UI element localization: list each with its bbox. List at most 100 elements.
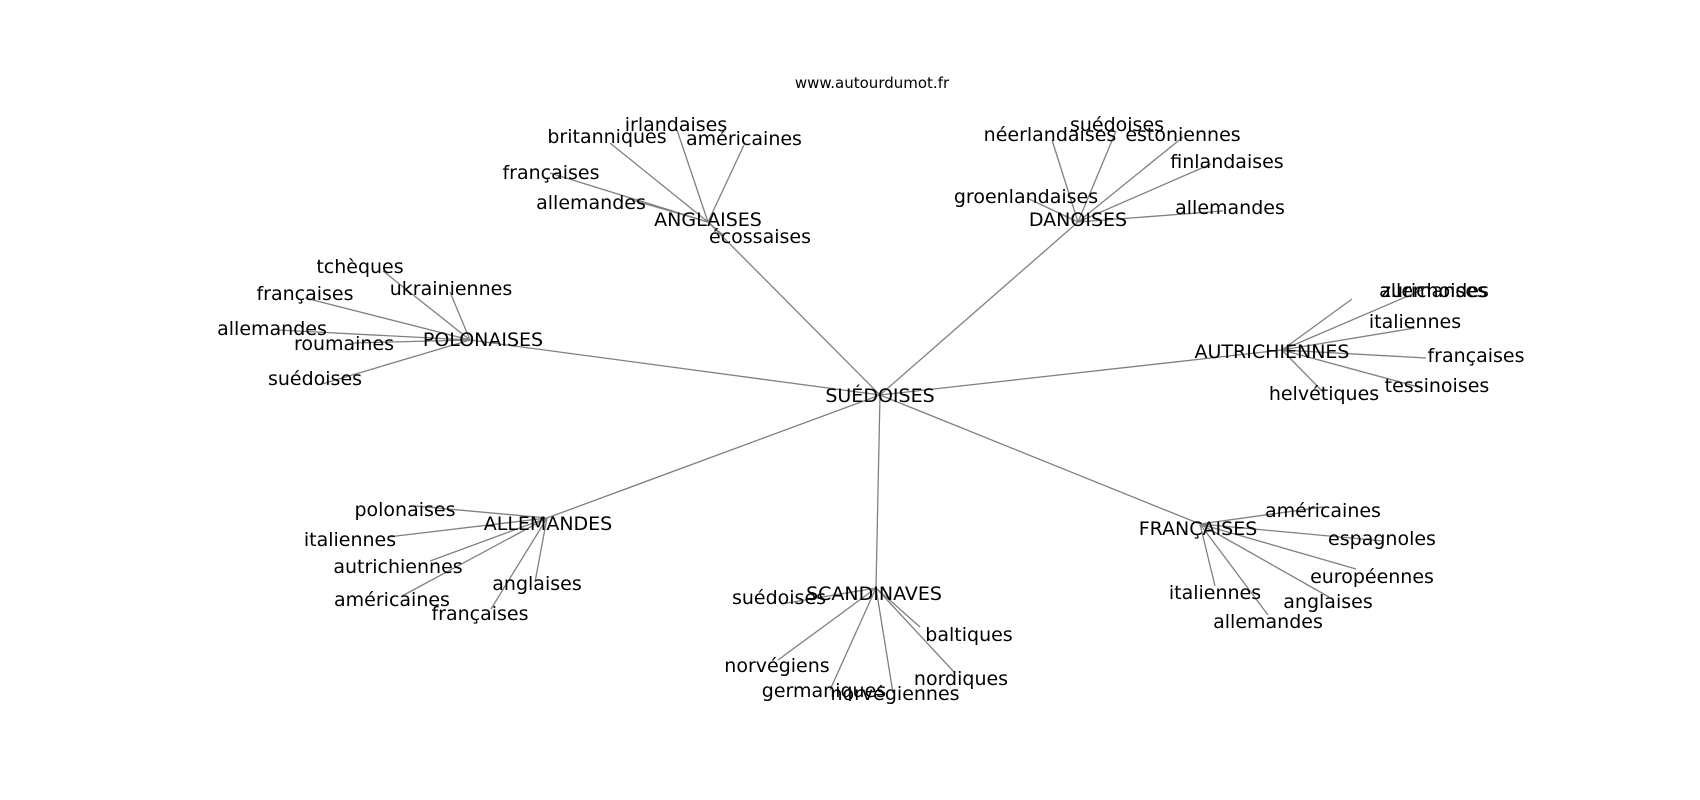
edge-danoises-leaf-0 xyxy=(1077,130,1117,223)
leaf-node-francaises-1[interactable]: espagnoles xyxy=(1328,528,1436,550)
leaf-node-allemandes-4[interactable]: américaines xyxy=(334,589,450,611)
leaf-node-danoises-1[interactable]: néerlandaises xyxy=(984,124,1117,146)
leaf-node-autrichiennes-4[interactable]: tessinoises xyxy=(1385,375,1490,397)
edge-polonaises-leaf-0 xyxy=(382,270,471,341)
edge-autrichiennes-leaf-5 xyxy=(1281,349,1325,394)
edge-anglaises-leaf-5 xyxy=(707,221,725,237)
edge-autrichiennes-leaf-3 xyxy=(1281,349,1427,359)
leaf-node-polonaises-2[interactable]: ukrainiennes xyxy=(390,278,512,300)
edge-danoises-leaf-3 xyxy=(1077,163,1212,223)
hub-node-scandinaves[interactable]: SCANDINAVES xyxy=(806,583,942,605)
edge-allemandes-leaf-2 xyxy=(429,517,548,562)
edge-francaises-leaf-3 xyxy=(1199,523,1216,587)
edge-center-scandinaves xyxy=(875,394,881,589)
site-watermark: www.autourdumot.fr xyxy=(795,74,950,92)
leaf-node-anglaises-3[interactable]: françaises xyxy=(502,162,599,184)
hub-node-francaises[interactable]: FRANÇAISES xyxy=(1139,518,1258,540)
leaf-node-anglaises-4[interactable]: allemandes xyxy=(536,192,646,214)
leaf-node-danoises-5[interactable]: allemandes xyxy=(1175,197,1285,219)
leaf-node-francaises-3[interactable]: italiennes xyxy=(1169,582,1261,604)
edge-francaises-leaf-2 xyxy=(1199,523,1357,570)
hub-node-autrichiennes[interactable]: AUTRICHIENNES xyxy=(1195,341,1350,363)
edge-scandinaves-leaf-0 xyxy=(780,587,877,605)
hub-node-allemandes[interactable]: ALLEMANDES xyxy=(484,513,612,535)
leaf-node-anglaises-2[interactable]: américaines xyxy=(686,128,802,150)
leaf-node-scandinaves-1[interactable]: baltiques xyxy=(925,624,1012,646)
leaf-node-autrichiennes-5[interactable]: helvétiques xyxy=(1269,383,1379,405)
leaf-node-polonaises-1[interactable]: françaises xyxy=(256,283,353,305)
leaf-node-scandinaves-4[interactable]: germaniques xyxy=(762,680,886,702)
edge-francaises-leaf-1 xyxy=(1199,523,1384,542)
edge-francaises-leaf-0 xyxy=(1199,506,1324,525)
leaf-node-francaises-5[interactable]: allemandes xyxy=(1213,611,1323,633)
leaf-node-autrichiennes-1[interactable]: zurichoises xyxy=(1381,280,1487,302)
edge-polonaises-leaf-1 xyxy=(304,297,471,341)
edge-anglaises-leaf-2 xyxy=(707,144,745,223)
edge-francaises-leaf-5 xyxy=(1199,523,1269,616)
leaf-node-danoises-0[interactable]: suédoises xyxy=(1070,114,1164,136)
edge-anglaises-leaf-0 xyxy=(676,129,709,223)
leaf-node-allemandes-3[interactable]: anglaises xyxy=(492,573,581,595)
edge-autrichiennes-leaf-2 xyxy=(1281,327,1416,351)
hub-node-anglaises[interactable]: ANGLAISES xyxy=(654,209,762,231)
leaf-node-allemandes-1[interactable]: italiennes xyxy=(304,529,396,551)
leaf-node-anglaises-0[interactable]: irlandaises xyxy=(625,114,728,136)
edge-center-allemandes xyxy=(546,394,881,519)
edge-anglaises-leaf-1 xyxy=(609,142,709,223)
leaf-node-allemandes-0[interactable]: polonaises xyxy=(354,499,455,521)
hub-node-danoises[interactable]: DANOISES xyxy=(1029,209,1127,231)
edge-anglaises-leaf-4 xyxy=(631,199,709,223)
leaf-node-allemandes-2[interactable]: autrichiennes xyxy=(333,556,462,578)
edge-polonaises-leaf-4 xyxy=(351,339,471,344)
edge-autrichiennes-leaf-1 xyxy=(1281,289,1423,351)
edge-polonaises-leaf-3 xyxy=(277,329,471,341)
leaf-node-danoises-2[interactable]: estoniennes xyxy=(1125,124,1240,146)
leaf-node-polonaises-0[interactable]: tchèques xyxy=(316,256,403,278)
leaf-node-autrichiennes-3[interactable]: françaises xyxy=(1427,345,1524,367)
edge-polonaises-leaf-5 xyxy=(321,339,471,385)
hub-node-polonaises[interactable]: POLONAISES xyxy=(423,329,543,351)
edge-allemandes-leaf-4 xyxy=(401,517,548,597)
leaf-node-francaises-4[interactable]: anglaises xyxy=(1283,591,1372,613)
edge-scandinaves-leaf-5 xyxy=(875,587,894,694)
edge-polonaises-leaf-2 xyxy=(449,291,471,341)
edge-danoises-leaf-5 xyxy=(1077,210,1224,223)
graph-edges xyxy=(277,129,1427,694)
edge-autrichiennes-leaf-4 xyxy=(1281,349,1423,389)
leaf-node-allemandes-5[interactable]: françaises xyxy=(431,603,528,625)
edge-center-anglaises xyxy=(707,221,881,396)
leaf-node-francaises-0[interactable]: américaines xyxy=(1265,500,1381,522)
leaf-node-polonaises-4[interactable]: roumaines xyxy=(294,333,394,355)
edge-danoises-leaf-1 xyxy=(1051,139,1079,223)
edge-scandinaves-leaf-2 xyxy=(777,587,877,661)
leaf-node-francaises-2[interactable]: européennes xyxy=(1310,566,1434,588)
leaf-node-polonaises-3[interactable]: allemandes xyxy=(217,318,327,340)
edge-francaises-leaf-4 xyxy=(1199,523,1330,598)
leaf-node-autrichiennes-2[interactable]: italiennes xyxy=(1369,311,1461,333)
leaf-node-scandinaves-2[interactable]: norvégiens xyxy=(724,655,829,677)
edge-center-danoises xyxy=(879,221,1079,396)
leaf-node-polonaises-5[interactable]: suédoises xyxy=(268,368,362,390)
leaf-node-scandinaves-0[interactable]: suédoises xyxy=(732,587,826,609)
leaf-node-anglaises-1[interactable]: britanniques xyxy=(547,126,666,148)
leaf-node-anglaises-5[interactable]: écossaises xyxy=(709,226,811,248)
leaf-node-danoises-4[interactable]: groenlandaises xyxy=(954,186,1098,208)
edge-center-polonaises xyxy=(469,339,881,396)
leaf-node-danoises-3[interactable]: finlandaises xyxy=(1170,151,1283,173)
leaf-node-autrichiennes-0[interactable]: allemandes xyxy=(1379,280,1489,302)
edge-danoises-leaf-2 xyxy=(1077,136,1184,223)
edge-center-francaises xyxy=(879,394,1201,525)
leaf-node-scandinaves-5[interactable]: norvégiennes xyxy=(830,683,959,705)
edge-allemandes-leaf-3 xyxy=(534,517,548,583)
edge-scandinaves-leaf-1 xyxy=(875,587,921,628)
center-node[interactable]: SUÉDOISES xyxy=(825,384,934,407)
edge-center-autrichiennes xyxy=(879,349,1283,396)
leaf-node-scandinaves-3[interactable]: nordiques xyxy=(914,668,1008,690)
edge-allemandes-leaf-1 xyxy=(387,517,548,538)
edge-scandinaves-leaf-3 xyxy=(875,587,955,673)
edge-scandinaves-leaf-4 xyxy=(829,587,877,691)
edge-autrichiennes-leaf-0 xyxy=(1281,298,1353,351)
edge-allemandes-leaf-5 xyxy=(490,517,548,610)
